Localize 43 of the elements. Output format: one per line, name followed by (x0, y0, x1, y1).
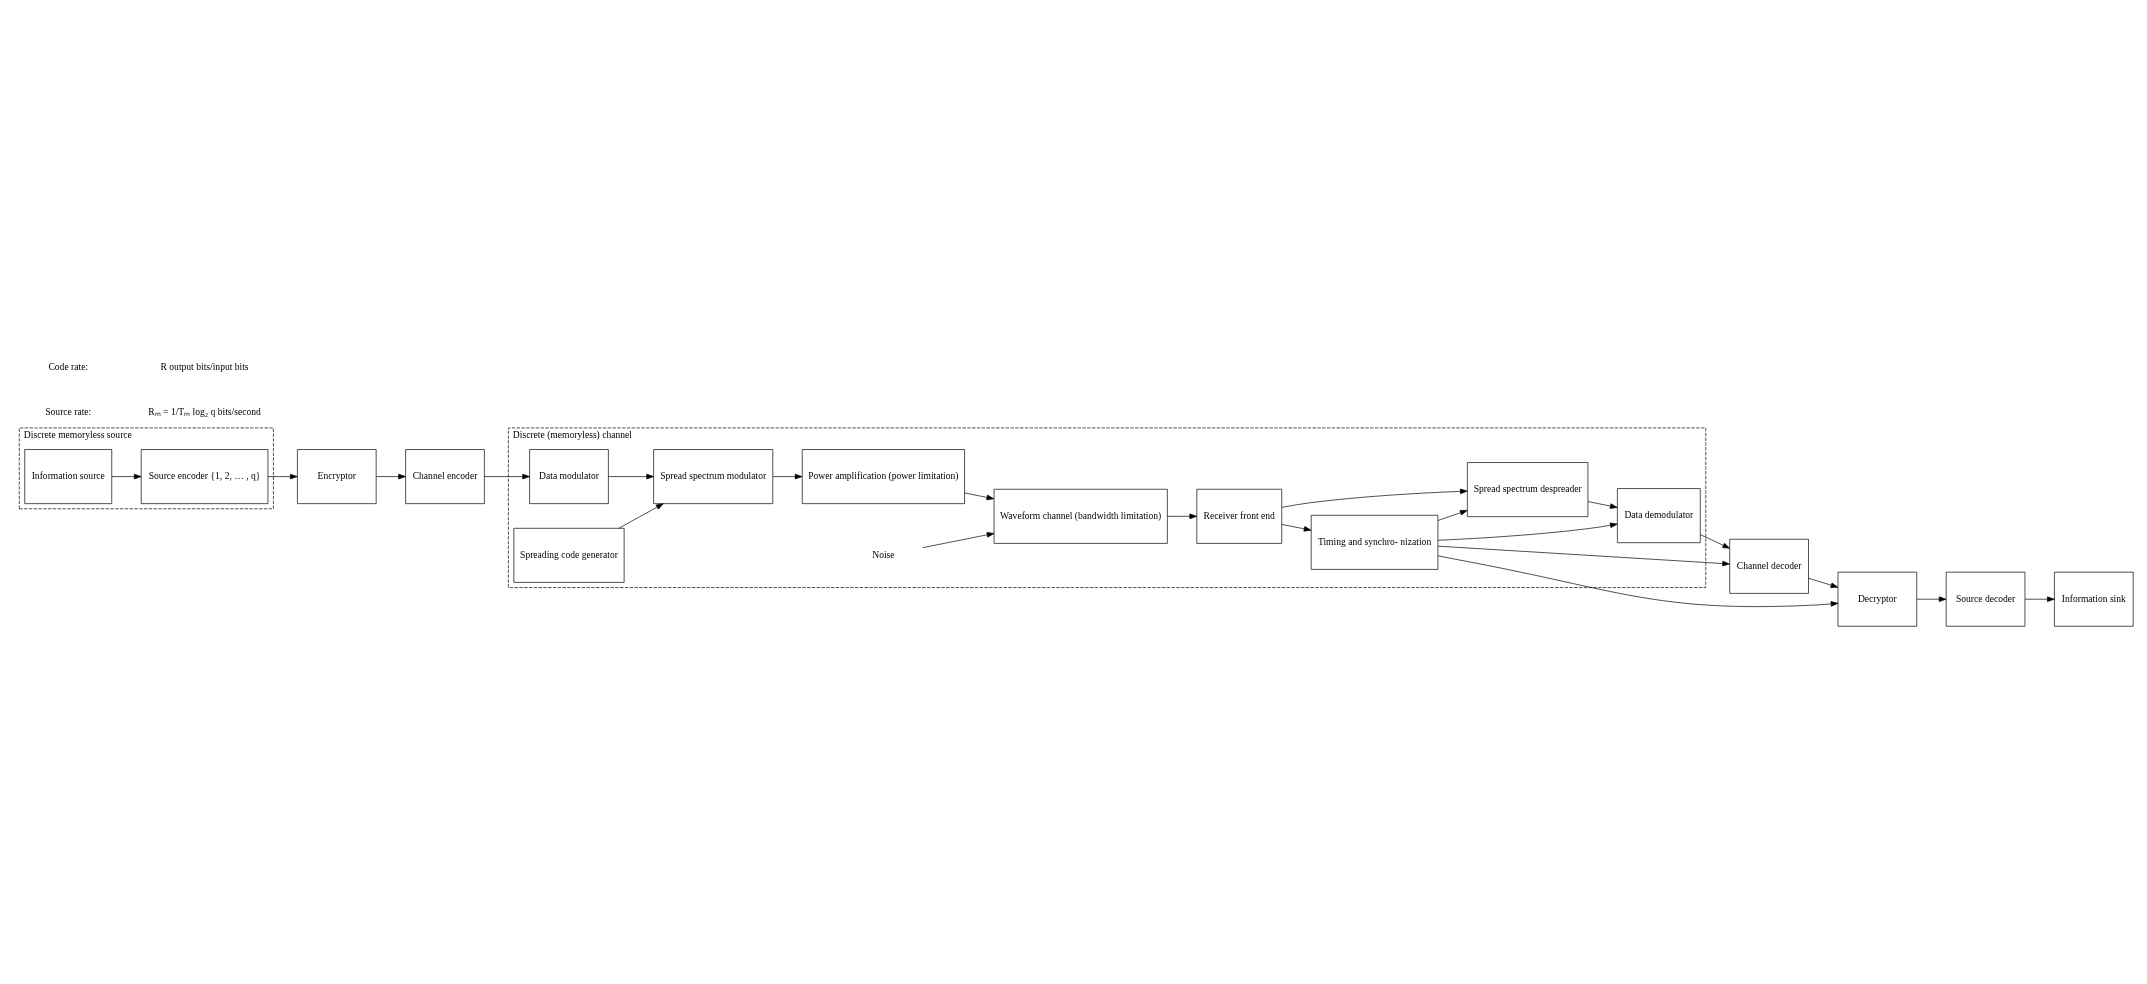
arrow (1437, 522, 1618, 541)
label: Code rate: (48, 361, 89, 373)
node-box: Channel decoder (1729, 538, 1809, 594)
node-box: Spread spectrum modulator (653, 449, 774, 504)
node-box: Timing and synchro- nization (1310, 514, 1439, 570)
arrow (1167, 513, 1197, 520)
arrow (608, 473, 654, 480)
arrow (1916, 596, 1947, 602)
arrow (922, 532, 995, 548)
arrow (1808, 577, 1839, 588)
label: R output bits/input bits (160, 361, 249, 373)
node-box: Channel encoder (405, 449, 485, 504)
arrow (1437, 555, 1839, 607)
node-box: Source encoder {1, 2, … , q} (140, 449, 269, 504)
arrow (1700, 534, 1731, 549)
node-text: Noise (872, 548, 895, 560)
node-box: Receiver front end (1196, 488, 1283, 544)
node-box: Decryptor (1837, 571, 1918, 627)
label: Source rate: (45, 405, 92, 417)
arrow (1437, 545, 1730, 567)
arrow (1281, 524, 1312, 532)
node-box: Data modulator (529, 449, 609, 504)
node-box: Information sink (2054, 571, 2134, 627)
arrow (772, 473, 803, 480)
arrow (1437, 510, 1468, 521)
arrow (1281, 488, 1468, 508)
arrow (376, 473, 406, 480)
node-box: Spreading code generator (513, 527, 625, 583)
arrow (2024, 596, 2055, 602)
arrow (964, 492, 995, 501)
node-box: Spread spectrum despreader (1467, 462, 1589, 517)
node-box: Information source (24, 449, 113, 504)
node-box: Waveform channel (bandwidth limitation) (993, 488, 1168, 544)
node-box: Encryptor (297, 449, 377, 504)
arrow (618, 503, 664, 529)
arrow (1587, 501, 1618, 509)
node-box: Data demodulator (1617, 488, 1701, 544)
arrow (484, 473, 530, 480)
node-box: Power amplification (power limitation) (801, 449, 965, 504)
arrow (111, 473, 142, 480)
node-box: Source decoder (1945, 571, 2026, 627)
arrow (267, 473, 298, 480)
label: Rₘ = 1/Tₘ log₂ q bits/second (148, 405, 261, 417)
